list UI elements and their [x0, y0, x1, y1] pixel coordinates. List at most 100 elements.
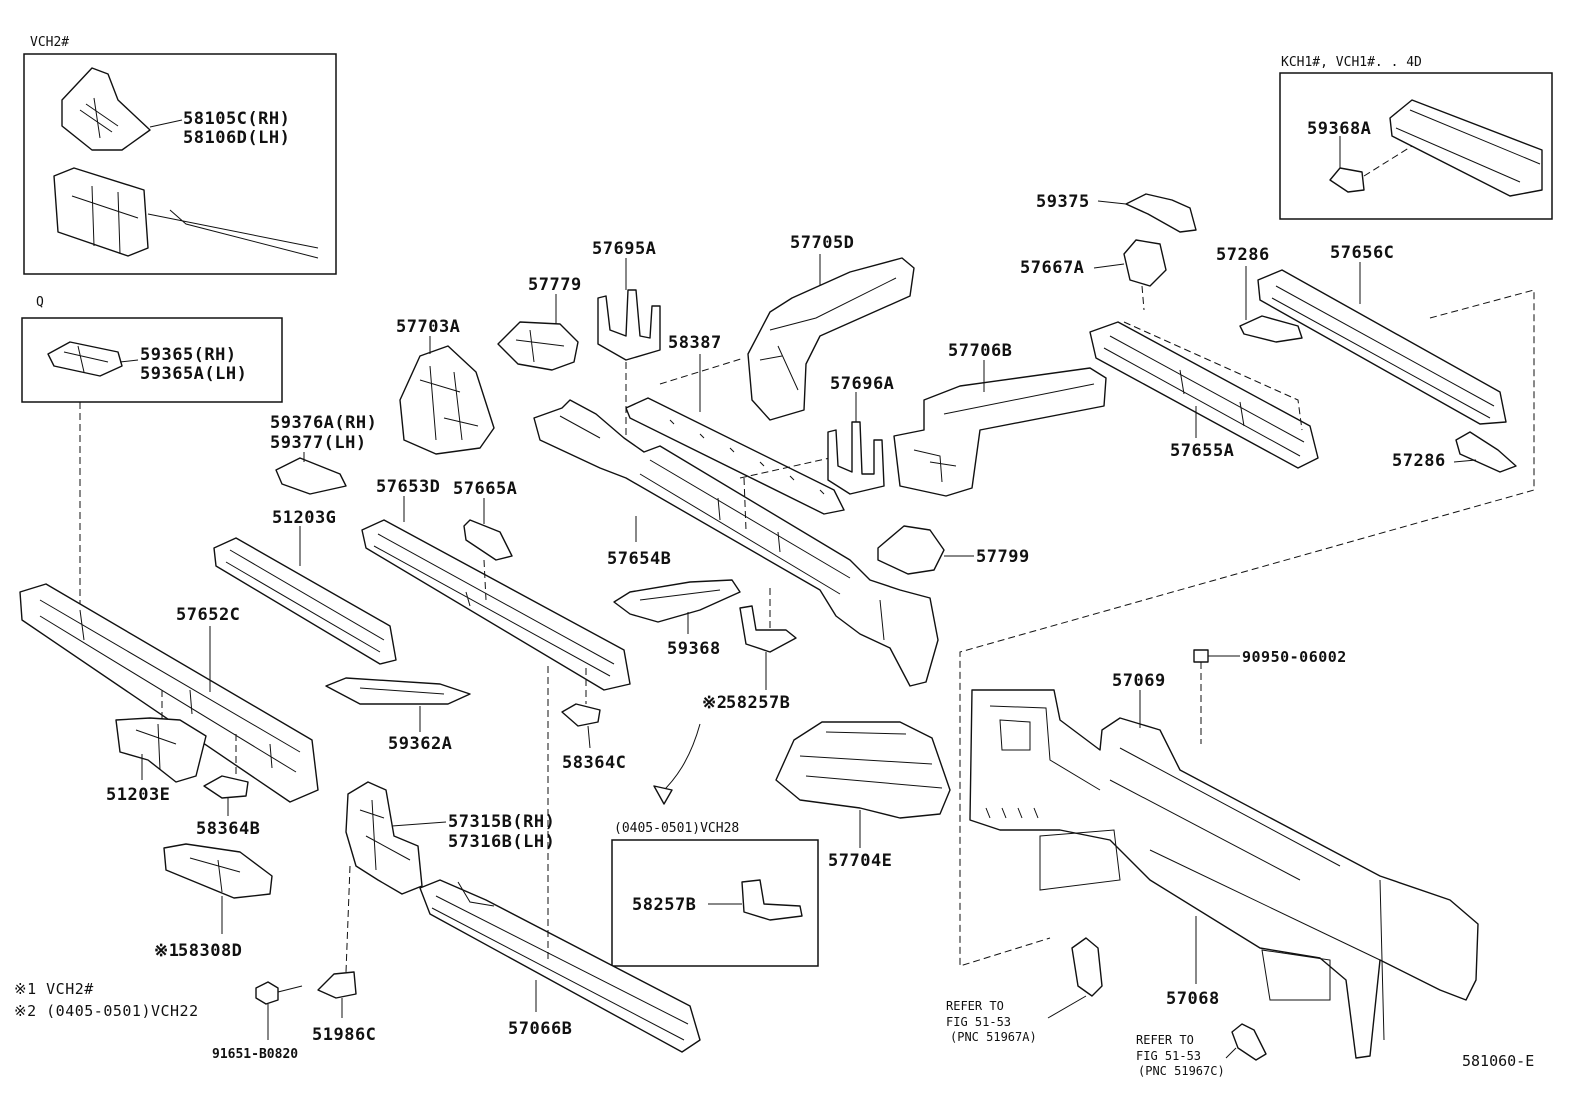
part-58308D-drawing: [163, 843, 273, 899]
part-57653D-drawing: [361, 519, 631, 691]
mark-1: ※1: [154, 941, 179, 961]
inset-vch28-frame: [611, 839, 819, 967]
part-58364C-drawing: [561, 703, 601, 727]
ref1-line1: REFER TO: [946, 999, 1004, 1013]
part-57652C-drawing: [19, 583, 319, 803]
part-57286b-drawing: [1455, 431, 1517, 473]
label-57665A: 57665A: [453, 479, 517, 499]
label-57652C: 57652C: [176, 605, 240, 625]
part-59375-drawing: [1125, 193, 1197, 233]
part-57665A-drawing: [463, 519, 513, 561]
label-91651: 91651-B0820: [212, 1047, 298, 1062]
label-57656C: 57656C: [1330, 243, 1394, 263]
label-57655A: 57655A: [1170, 441, 1234, 461]
inset-vch28-title: (0405-0501)VCH28: [614, 821, 739, 836]
label-58364C: 58364C: [562, 753, 626, 773]
inset-vch2-frame: [23, 53, 337, 275]
label-59375: 59375: [1036, 192, 1090, 212]
inset-q-title: Q: [36, 295, 44, 310]
label-90950: 90950-06002: [1242, 648, 1347, 666]
part-58387-drawing: [625, 397, 845, 515]
label-57705D: 57705D: [790, 233, 854, 253]
part-57696A-drawing: [827, 421, 885, 495]
ref2-line3: (PNC 51967C): [1138, 1064, 1225, 1078]
part-57703A-drawing: [399, 345, 495, 455]
part-57066B-drawing: [419, 879, 701, 1053]
ref1-line2: FIG 51-53: [946, 1015, 1011, 1029]
label-59362A: 59362A: [388, 734, 452, 754]
part-ref1-bracket-drawing: [1071, 937, 1103, 997]
part-57655A-drawing: [1089, 321, 1319, 469]
label-51203E: 51203E: [106, 785, 170, 805]
part-51203G-drawing: [213, 537, 397, 665]
part-57315B-drawing: [345, 781, 423, 895]
inset-q-frame: [21, 317, 283, 403]
inset-vch28: (0405-0501)VCH28 58257B: [611, 821, 819, 967]
label-57286-lower: 57286: [1392, 451, 1446, 471]
label-57779: 57779: [528, 275, 582, 295]
label-58105C: 58105C(RH): [183, 109, 290, 129]
part-59376A-drawing: [275, 457, 347, 495]
part-58257B-drawing: [739, 605, 797, 653]
label-57706B: 57706B: [948, 341, 1012, 361]
part-57705D-drawing: [747, 257, 915, 421]
label-57068: 57068: [1166, 989, 1220, 1009]
label-57667A: 57667A: [1020, 258, 1084, 278]
part-58364B-drawing: [203, 775, 249, 799]
label-57696A: 57696A: [830, 374, 894, 394]
part-ref2-bracket-drawing: [1231, 1023, 1267, 1061]
inset-kch1-frame: [1279, 72, 1553, 220]
label-59365: 59365(RH): [140, 345, 237, 365]
part-58105C-drawing: [53, 67, 319, 259]
label-57069: 57069: [1112, 671, 1166, 691]
part-57799-drawing: [877, 525, 945, 575]
part-90950-drawing: [1193, 649, 1209, 663]
label-57654B: 57654B: [607, 549, 671, 569]
label-57695A: 57695A: [592, 239, 656, 259]
label-57066B: 57066B: [508, 1019, 572, 1039]
part-51203E-drawing: [115, 717, 207, 783]
figure-id: 581060-E: [1462, 1052, 1534, 1070]
part-57695A-drawing: [597, 289, 661, 361]
part-57667A-drawing: [1123, 239, 1167, 287]
part-59368-drawing: [613, 579, 741, 623]
ref2-line2: FIG 51-53: [1136, 1049, 1201, 1063]
label-57315B: 57315B(RH): [448, 812, 555, 832]
label-51986C: 51986C: [312, 1025, 376, 1045]
inset-vch2-title: VCH2#: [30, 35, 69, 50]
label-58308D: 58308D: [178, 941, 242, 961]
label-57316B: 57316B(LH): [448, 832, 555, 852]
part-59365-drawing: [47, 341, 123, 377]
label-59368: 59368: [667, 639, 721, 659]
label-57703A: 57703A: [396, 317, 460, 337]
part-57069-drawing: [969, 689, 1479, 1059]
part-51986C-drawing: [317, 971, 357, 999]
part-57706B-drawing: [893, 367, 1107, 497]
inset-kch1-title: KCH1#, VCH1#. . 4D: [1281, 55, 1422, 70]
label-58387: 58387: [668, 333, 722, 353]
label-58257B: 58257B: [726, 693, 790, 713]
inset-q: Q 59365(RH) 59365A(LH): [21, 295, 283, 403]
label-57704E: 57704E: [828, 851, 892, 871]
part-57704E-drawing: [775, 721, 951, 819]
ref1-line3: (PNC 51967A): [950, 1030, 1037, 1044]
label-58106D: 58106D(LH): [183, 128, 290, 148]
label-58257B-inset: 58257B: [632, 895, 696, 915]
ref2-line1: REFER TO: [1136, 1033, 1194, 1047]
label-58364B: 58364B: [196, 819, 260, 839]
label-57286-upper: 57286: [1216, 245, 1270, 265]
part-57654B-drawing: [533, 399, 939, 687]
part-57656C-drawing: [1257, 269, 1507, 425]
label-59368A: 59368A: [1307, 119, 1371, 139]
part-57286a-drawing: [1239, 315, 1303, 343]
label-59365A: 59365A(LH): [140, 364, 247, 384]
label-57799: 57799: [976, 547, 1030, 567]
label-51203G: 51203G: [272, 508, 336, 528]
mark-2: ※2: [702, 693, 727, 713]
note-1: ※1 VCH2#: [14, 980, 94, 998]
note-2: ※2 (0405-0501)VCH22: [14, 1002, 199, 1020]
part-59368A-drawing: [1329, 167, 1365, 193]
label-59376A: 59376A(RH): [270, 413, 377, 433]
label-57653D: 57653D: [376, 477, 440, 497]
